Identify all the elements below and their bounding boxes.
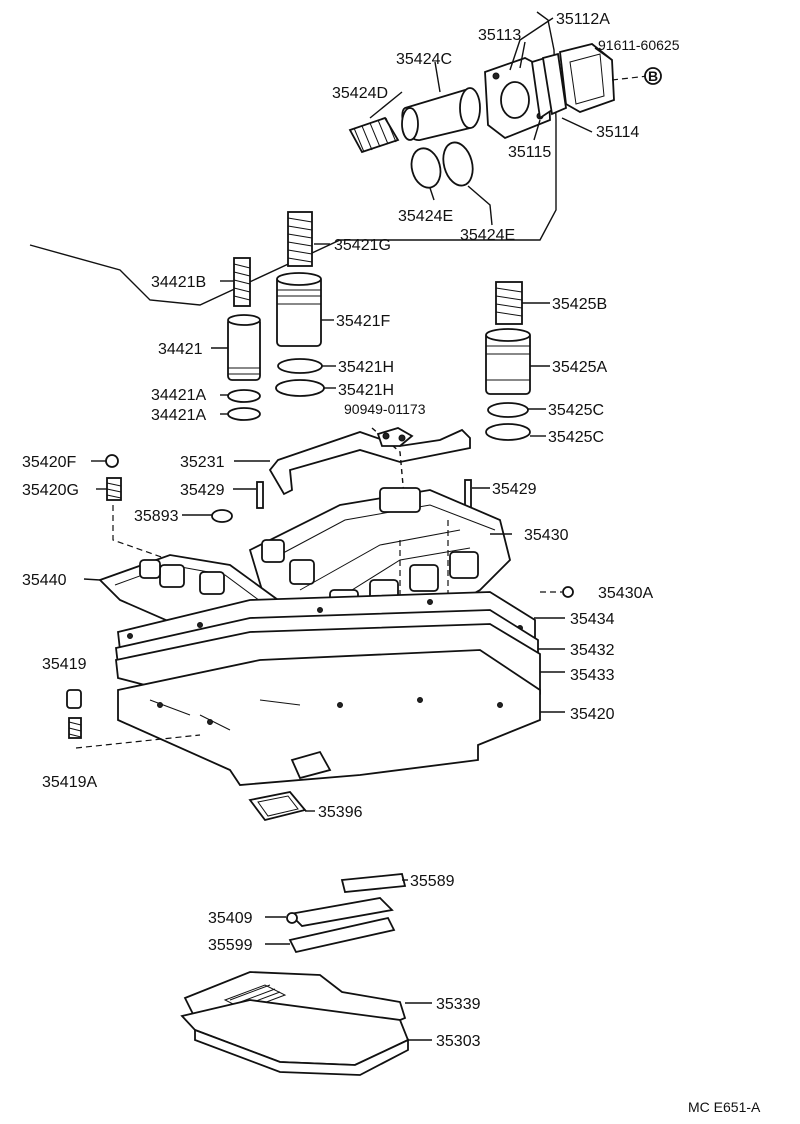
label-35589: 35589 (410, 873, 455, 890)
label-35396: 35396 (318, 804, 363, 821)
label-35419A: 35419A (42, 774, 97, 791)
o-ring-35424E-a (410, 147, 442, 189)
valve-body-group (66, 427, 574, 822)
piston-35424C (401, 87, 481, 141)
pin-35429-left (256, 481, 264, 509)
label-34421: 34421 (158, 341, 203, 358)
part-labels: 35112A 35113 91611-60625 B 35424C 35424D… (22, 11, 761, 1115)
o-ring-35425C-a (487, 402, 529, 418)
label-35303: 35303 (436, 1033, 481, 1050)
label-35339: 35339 (436, 996, 481, 1013)
spring-35421G (287, 211, 313, 267)
plate-35589 (340, 873, 407, 893)
label-34421B: 34421B (151, 274, 206, 291)
label-35231: 35231 (180, 454, 225, 471)
label-35424D: 35424D (332, 85, 388, 102)
label-35424E-2: 35424E (460, 227, 515, 244)
label-35430A: 35430A (598, 585, 653, 602)
label-35433: 35433 (570, 667, 615, 684)
label-90949-01173: 90949-01173 (344, 401, 426, 417)
label-35114: 35114 (596, 124, 639, 141)
bracket-35231 (268, 428, 471, 496)
part-35409 (286, 897, 394, 927)
spring-35425B (495, 281, 523, 325)
label-35419: 35419 (42, 656, 87, 673)
label-35421F: 35421F (336, 313, 390, 330)
label-34421A-1: 34421A (151, 387, 206, 404)
label-35599: 35599 (208, 937, 253, 954)
label-b-marker: B (648, 68, 658, 84)
bolt-b-marker (644, 67, 662, 85)
label-35409: 35409 (208, 910, 253, 927)
oil-pan-35303 (180, 999, 410, 1076)
oil-pan-group (180, 873, 432, 1076)
label-35429-left: 35429 (180, 482, 225, 499)
label-35425C-2: 35425C (548, 429, 604, 446)
o-ring-35421H-a (277, 358, 323, 374)
o-ring-35421H-b (275, 379, 325, 397)
label-35115: 35115 (508, 144, 551, 161)
label-35425C-1: 35425C (548, 402, 604, 419)
label-35434: 35434 (570, 611, 615, 628)
spring-34421B (233, 257, 251, 307)
piston-34421 (227, 314, 261, 381)
label-35424E-1: 35424E (398, 208, 453, 225)
label-35420G: 35420G (22, 482, 79, 499)
label-35421H-2: 35421H (338, 382, 394, 399)
label-35420F: 35420F (22, 454, 76, 471)
plate-35112A (559, 43, 615, 113)
label-35421G: 35421G (334, 237, 391, 254)
piston-35421F (276, 272, 322, 347)
label-35432: 35432 (570, 642, 615, 659)
o-ring-34421A-b (227, 407, 261, 421)
label-91611-60625: 91611-60625 (598, 37, 680, 53)
label-35425A: 35425A (552, 359, 607, 376)
valve-body-35420 (117, 649, 541, 786)
spring-35424D (348, 116, 400, 154)
accumulator-cover-group (29, 11, 662, 306)
part-35419 (66, 689, 82, 709)
label-35112A: 35112A (556, 11, 610, 28)
label-35430: 35430 (524, 527, 569, 544)
ball-35420F (105, 454, 119, 468)
part-35893 (211, 509, 233, 523)
label-35424C: 35424C (396, 51, 452, 68)
piston-35425A (485, 328, 531, 395)
accumulator-group (211, 211, 550, 441)
label-35429-right: 35429 (492, 481, 537, 498)
label-35113: 35113 (478, 27, 521, 44)
pin-35429-right (464, 479, 472, 509)
label-35421H-1: 35421H (338, 359, 394, 376)
gasket-35114 (541, 52, 567, 116)
label-34421A-2: 34421A (151, 407, 206, 424)
label-35420: 35420 (570, 706, 615, 723)
label-35440: 35440 (22, 572, 67, 589)
o-ring-35424E-b (442, 141, 474, 187)
bolt-90949-01173 (376, 427, 414, 447)
gasket-35396 (248, 791, 307, 822)
label-35425B: 35425B (552, 296, 607, 313)
diagram-code: MC E651-A (688, 1099, 761, 1115)
o-ring-34421A-a (227, 389, 261, 403)
o-ring-35425C-b (485, 423, 531, 441)
plate-35599 (288, 916, 396, 954)
ball-35430A (562, 586, 574, 598)
label-35893: 35893 (134, 508, 179, 525)
